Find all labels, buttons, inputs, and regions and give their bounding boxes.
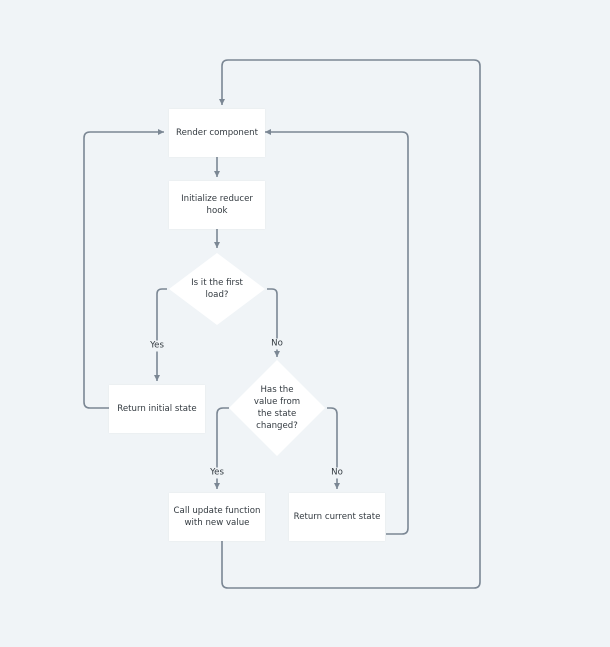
node-render-component-label: Render component bbox=[176, 128, 258, 138]
decision-value-changed-shape bbox=[229, 360, 325, 456]
edge-label-changed-yes: Yes bbox=[209, 467, 225, 479]
edge-label-first-no: No bbox=[270, 338, 284, 350]
decision-first-load-label: Is it the first load? bbox=[191, 278, 243, 300]
node-call-update-function-label: Call update function with new value bbox=[173, 506, 261, 528]
node-return-initial-state: Return initial state bbox=[109, 385, 205, 433]
edge-label-first-yes: Yes bbox=[149, 340, 165, 352]
edge-label-changed-no: No bbox=[330, 467, 344, 479]
edge-first-load-no bbox=[267, 288, 280, 357]
edge-changed-yes bbox=[214, 407, 229, 489]
decision-first-load-shape bbox=[169, 253, 265, 325]
node-render-component: Render component bbox=[169, 109, 265, 157]
edge-return-current-to-render bbox=[265, 129, 409, 535]
decision-value-changed-label: Has the value from the state changed? bbox=[253, 385, 301, 431]
decision-first-load: Is it the first load? bbox=[169, 253, 265, 325]
node-initialize-reducer-hook: Initialize reducer hook bbox=[169, 181, 265, 229]
decision-value-changed: Has the value from the state changed? bbox=[229, 360, 325, 456]
edge-call-update-to-render bbox=[219, 59, 481, 589]
edge-first-load-yes bbox=[154, 288, 167, 381]
edge-return-initial-to-render bbox=[83, 129, 164, 409]
edge-changed-no bbox=[327, 407, 340, 489]
node-return-current-state-label: Return current state bbox=[293, 512, 381, 522]
node-return-current-state: Return current state bbox=[289, 493, 385, 541]
node-return-initial-state-label: Return initial state bbox=[117, 404, 197, 414]
node-initialize-reducer-hook-label: Initialize reducer hook bbox=[181, 194, 253, 216]
node-call-update-function: Call update function with new value bbox=[169, 493, 265, 541]
